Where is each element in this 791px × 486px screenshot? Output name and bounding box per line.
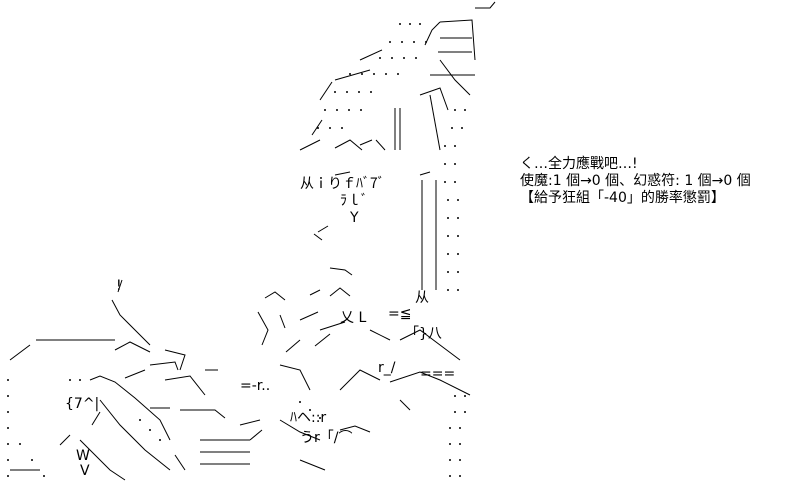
body-strokes bbox=[239, 287, 471, 471]
hand-glyphs: 从ｉりｆﾊﾞ7ﾞ bbox=[300, 176, 385, 192]
face-mark-glyph: Y bbox=[349, 210, 359, 226]
wall-glyph: 从 bbox=[415, 290, 429, 306]
mouth-glyph: ﾗｌﾞ bbox=[340, 193, 368, 209]
hook-glyph: ﾊヘ::r bbox=[290, 410, 326, 426]
ascii-art-figure: 从ｉりｆﾊﾞ7ﾞ ﾗｌﾞ Y 从 乂 L bbox=[7, 1, 496, 481]
w-glyph: W bbox=[76, 448, 90, 464]
hair-strokes bbox=[299, 1, 496, 290]
r-glyph: r_/ bbox=[378, 360, 396, 376]
dot-texture bbox=[7, 23, 466, 477]
x-glyph: 乂 L bbox=[340, 310, 366, 326]
r-dot-glyph: =-r.. bbox=[240, 378, 270, 394]
caption-line-3: 【給予狂組「-40」的勝率懲罰】 bbox=[520, 190, 725, 206]
lower-left-strokes bbox=[9, 279, 263, 481]
caption-line-1: く…全力應戰吧…! bbox=[520, 156, 638, 172]
tail-glyph: うr「/⌒ bbox=[300, 430, 352, 446]
caption-line-2: 使魔:1 個→0 個、幻惑符: 1 個→0 個 bbox=[520, 173, 751, 189]
eq-glyph: =≦ bbox=[388, 306, 411, 322]
caption-block: く…全力應戰吧…! 使魔:1 個→0 個、幻惑符: 1 個→0 個 【給予狂組「… bbox=[520, 156, 751, 207]
exclamation-glyph: ! bbox=[116, 278, 122, 294]
bracket-glyph: 「}八 bbox=[405, 326, 442, 342]
triple-eq-glyph: === bbox=[420, 366, 455, 382]
seven-glyph: {7^| bbox=[65, 396, 99, 412]
v-glyph: V bbox=[80, 463, 90, 479]
